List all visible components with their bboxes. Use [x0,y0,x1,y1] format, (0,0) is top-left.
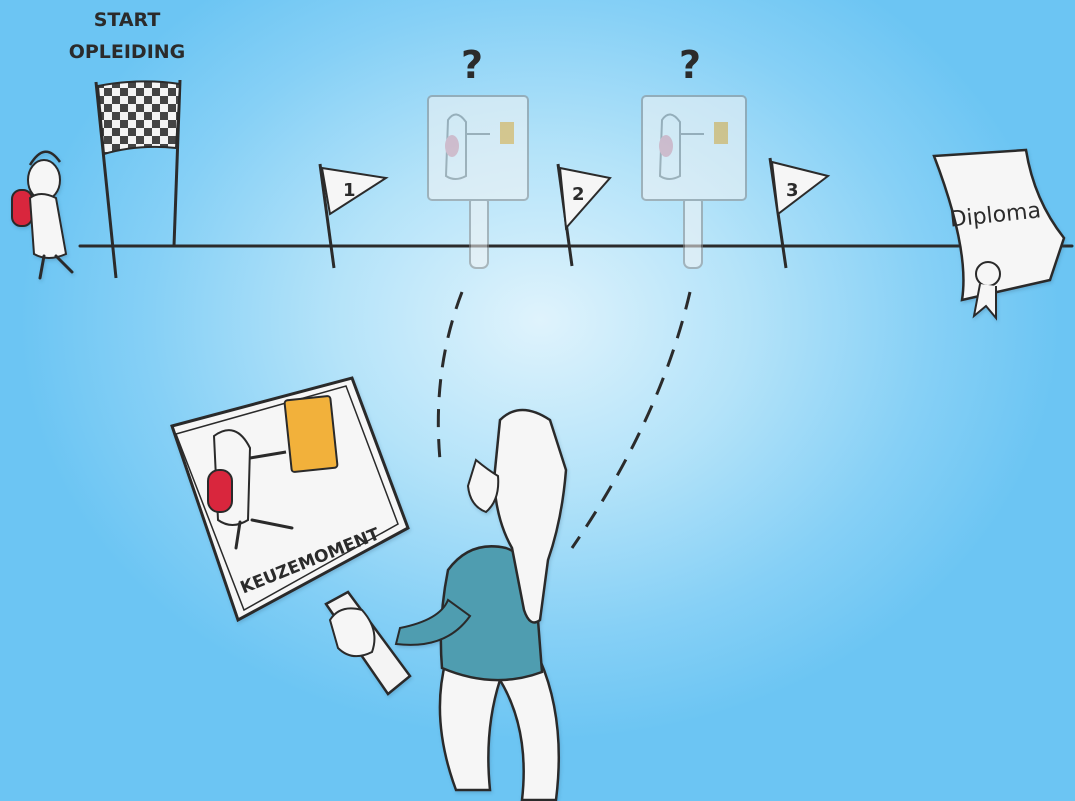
start-flag [96,80,180,278]
milestone-flag-1: 1 [320,164,386,268]
milestone-flag-2: 2 [558,164,610,266]
thinking-person [396,410,566,800]
milestone-flag-2-label: 2 [572,184,585,205]
choice-card-icon [284,396,337,472]
choice-sign-ghost-1 [428,96,528,268]
backpack-icon [12,190,32,226]
ribbon-seal-icon [976,262,1000,286]
milestone-flag-3: 3 [770,158,828,268]
thought-line-right [572,292,690,548]
student-figure [12,152,72,278]
sign-backpack-icon [208,470,232,512]
hand-icon [330,608,374,656]
question-mark-1: ? [461,43,483,87]
start-label-line1: START [94,9,161,31]
choice-sign-ghost-2 [642,96,746,268]
milestone-flag-3-label: 3 [786,180,799,201]
thought-line-left [438,292,462,460]
diploma-scroll [934,150,1064,318]
start-label-line2: OPLEIDING [69,41,186,63]
question-mark-2: ? [679,43,701,87]
milestone-flag-1-label: 1 [343,180,356,201]
